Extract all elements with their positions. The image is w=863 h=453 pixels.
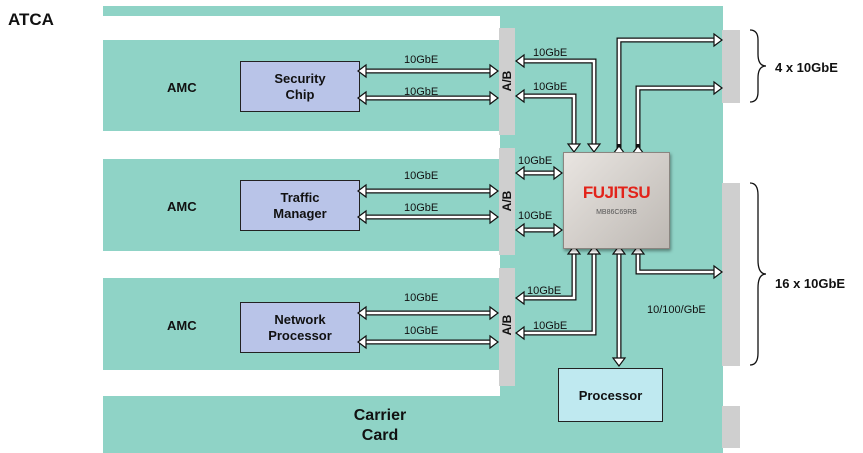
link-label: 10GbE xyxy=(404,54,439,66)
carrier-line1: Carrier xyxy=(353,407,407,424)
amc-label-2: AMC xyxy=(167,199,197,214)
port-group-label-16x: 16 x 10GbE xyxy=(775,276,846,291)
link-label: 10GbE xyxy=(404,325,439,337)
link-label: 10GbE xyxy=(404,202,439,214)
chip-brand: FUJITSU xyxy=(582,183,651,202)
module-name: Network xyxy=(274,311,326,327)
link-label: 10GbE xyxy=(404,292,439,304)
ab-connector-3 xyxy=(499,268,515,386)
module-name: Chip xyxy=(285,86,315,102)
amc-label-1: AMC xyxy=(167,80,197,95)
link-label: 10GbE xyxy=(404,170,439,182)
port-connector-4x xyxy=(722,30,740,103)
ab-connector-1 xyxy=(499,28,515,135)
chip-link-label: 10GbE xyxy=(518,155,553,167)
fujitsu-chip: FUJITSU MB86C69RB xyxy=(563,152,670,249)
port-connector-bottom xyxy=(722,406,740,448)
ab-connector-2 xyxy=(499,148,515,255)
mgmt-link-label: 10/100/GbE xyxy=(647,304,706,316)
module-name: Manager xyxy=(273,205,327,221)
chip-link-label: 10GbE xyxy=(527,285,562,297)
module-name: Security xyxy=(274,70,326,86)
diagram-title: ATCA xyxy=(8,10,54,29)
port-group-label-4x: 4 x 10GbE xyxy=(775,60,838,75)
amc-label-3: AMC xyxy=(167,318,197,333)
chip-link-label: 10GbE xyxy=(518,210,553,222)
module-name: Traffic xyxy=(280,189,320,205)
chip-part-number: MB86C69RB xyxy=(596,209,637,216)
chip-link-label: 10GbE xyxy=(533,81,568,93)
chip-link-label: 10GbE xyxy=(533,47,568,59)
processor-label: Processor xyxy=(578,387,643,403)
port-connector-16x xyxy=(722,183,740,366)
chip-link-label: 10GbE xyxy=(533,320,568,332)
carrier-card-label: Carrier Card xyxy=(330,406,430,446)
module-name: Processor xyxy=(268,327,332,343)
carrier-line2: Card xyxy=(361,427,399,444)
processor-box: Processor xyxy=(558,368,663,422)
link-label: 10GbE xyxy=(404,86,439,98)
